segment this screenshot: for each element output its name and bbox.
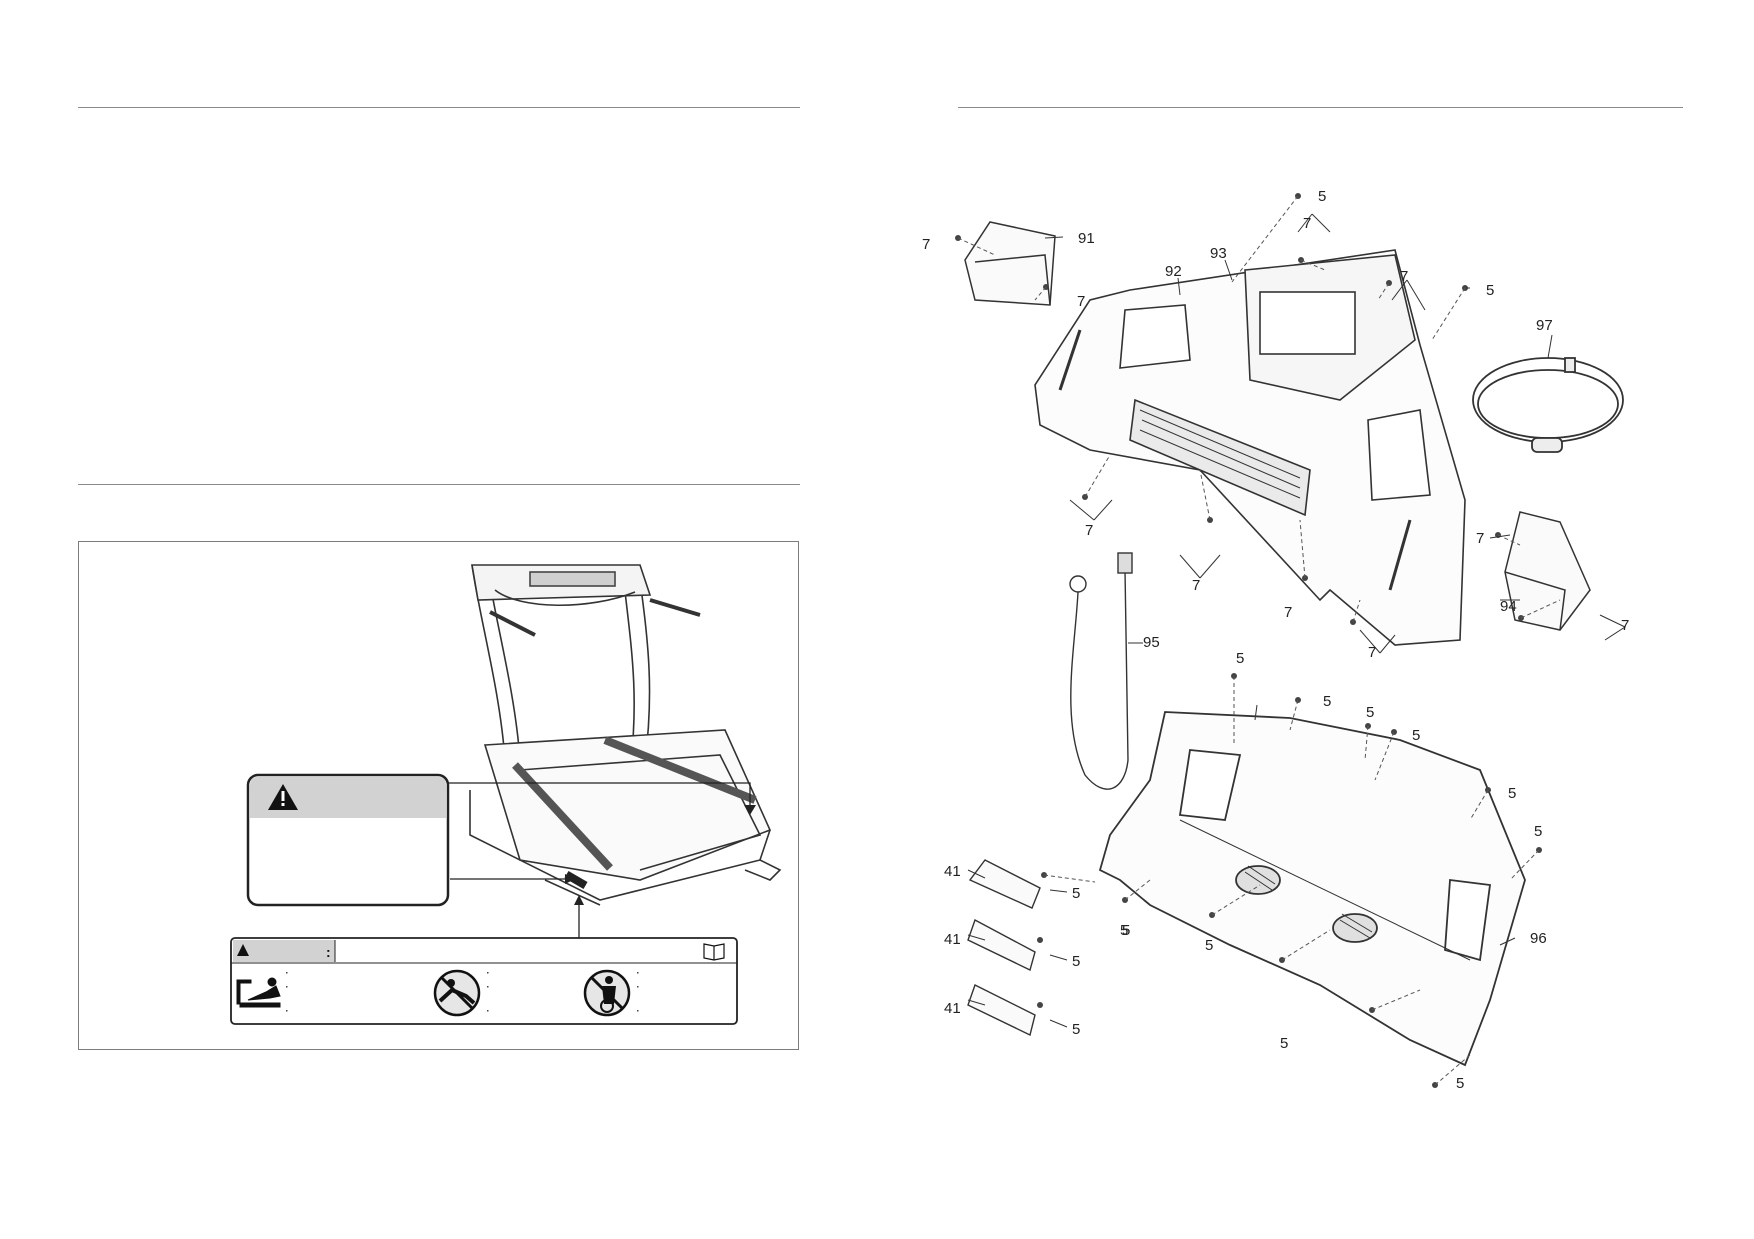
callout-5-base-bottom-left: 5 (1120, 922, 1128, 939)
label-placement-marker (564, 871, 588, 889)
callout-7-holder-bottom: 7 (1077, 293, 1085, 310)
callout-41-bottom: 41 (944, 1000, 961, 1017)
callout-5-bracket-mid: 5 (1072, 953, 1080, 970)
warning-triangle-icon (268, 784, 298, 810)
svg-text::: : (326, 944, 331, 960)
callout-7-right-holder-top: 7 (1476, 530, 1484, 547)
callout-5-base-bottom-right: 5 (1456, 1075, 1464, 1092)
manual-book-icon (703, 943, 725, 961)
callout-5-bracket-bottom: 5 (1072, 1021, 1080, 1038)
no-children-icon (433, 969, 481, 1017)
safety-key-95 (1069, 552, 1133, 790)
callout-5-base-right: 5 (1508, 785, 1516, 802)
callout-7-left-holder: 7 (922, 236, 930, 253)
warning-popup (246, 773, 450, 907)
base-shroud-96 (1098, 711, 1526, 1067)
arrow-head-icon (744, 805, 756, 815)
callout-5-base-mid: 5 (1366, 704, 1374, 721)
arrow-head-icon (574, 895, 584, 905)
pointer-lines (447, 782, 751, 940)
callout-93: 93 (1210, 245, 1227, 262)
callout-5-base-left: 5 (1323, 693, 1331, 710)
callout-leader-lines (967, 213, 1626, 1028)
chest-strap-97 (1472, 357, 1624, 453)
callout-5-bracket-top: 5 (1072, 885, 1080, 902)
callout-7-console-bottom-left: 7 (1085, 522, 1093, 539)
callout-97: 97 (1536, 317, 1553, 334)
left-section-rule (78, 484, 800, 485)
callout-96: 96 (1530, 930, 1547, 947)
callout-91: 91 (1078, 230, 1095, 247)
treadmill-drawing (469, 564, 782, 906)
callout-5-base-top: 5 (1236, 650, 1244, 667)
warning-triangle-icon (237, 944, 249, 956)
callout-7-console-bottom-mid: 7 (1192, 577, 1200, 594)
fall-hazard-icon (236, 977, 281, 1008)
right-top-rule (958, 107, 1683, 108)
cup-holder-94 (1504, 511, 1591, 631)
callout-5-bracket-left: 5 (1122, 922, 1130, 939)
callout-94: 94 (1500, 598, 1517, 615)
bracket-41 (967, 859, 1041, 1037)
callout-5-base-mid-right: 5 (1412, 727, 1420, 744)
callout-5-base-lower: 5 (1280, 1035, 1288, 1052)
callout-41-top: 41 (944, 863, 961, 880)
assembly-dashed-lines (957, 195, 1561, 1086)
callout-5-base-bottom: 5 (1205, 937, 1213, 954)
safety-decal: : (230, 937, 738, 1025)
callout-5-base-far-right: 5 (1534, 823, 1542, 840)
no-entanglement-icon (583, 969, 631, 1017)
callout-5-top: 5 (1318, 188, 1326, 205)
callout-7-console-bottom-right: 7 (1368, 644, 1376, 661)
callout-7-right-holder-bottom: 7 (1621, 617, 1629, 634)
callout-7-console-bottom: 7 (1284, 604, 1292, 621)
console-shroud (1034, 249, 1466, 646)
callout-92: 92 (1165, 263, 1182, 280)
callout-5-console-right: 5 (1486, 282, 1494, 299)
callout-7-console-right: 7 (1400, 268, 1408, 285)
callout-41-mid: 41 (944, 931, 961, 948)
callout-7-console-top: 7 (1303, 215, 1311, 232)
left-top-rule (78, 107, 800, 108)
callout-95: 95 (1143, 634, 1160, 651)
warning-label-location-box (78, 541, 799, 1050)
